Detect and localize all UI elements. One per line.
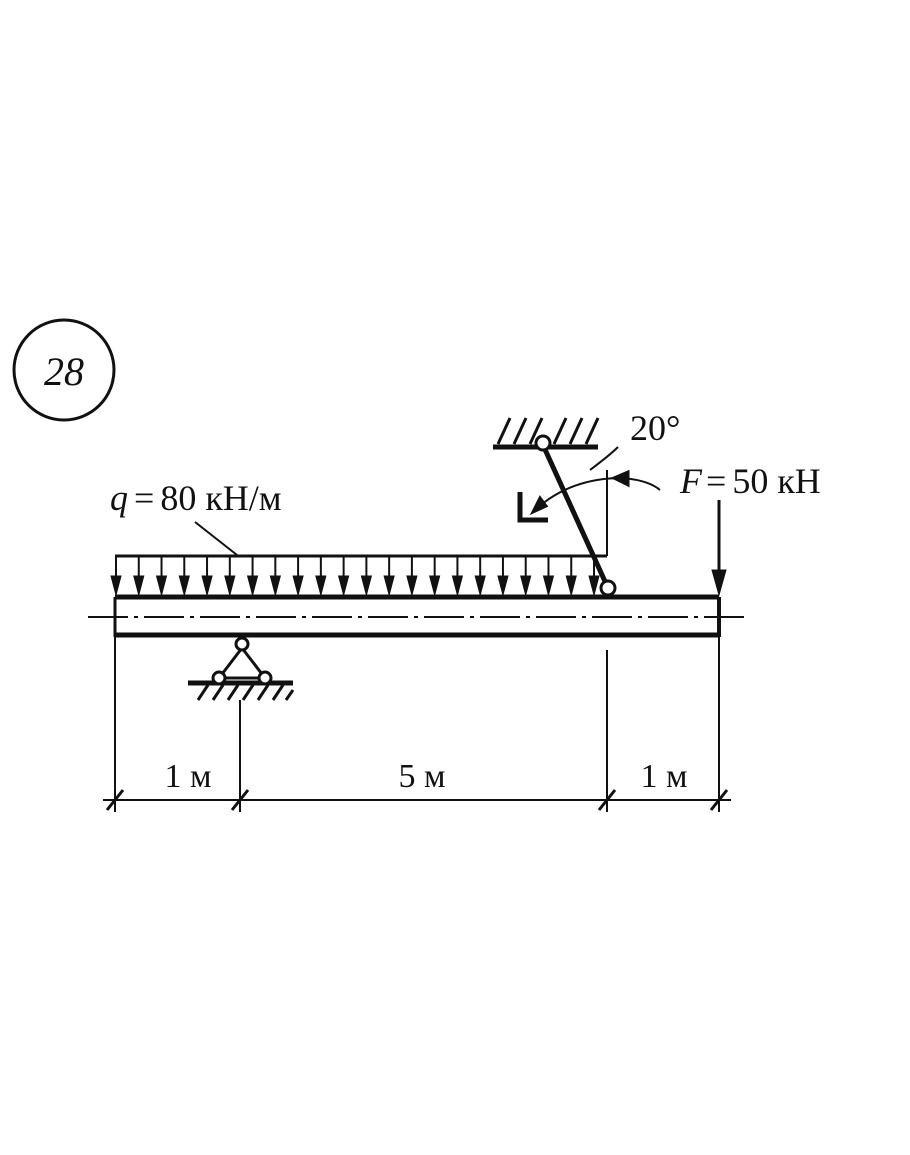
load-arrow-head — [178, 575, 190, 597]
load-arrow-head — [155, 575, 168, 597]
load-arrow-head — [292, 575, 304, 597]
dimension-label-3: 1 м — [640, 758, 687, 795]
inclined-rod-support — [493, 417, 661, 597]
load-arrow-head — [201, 575, 213, 597]
load-arrow-head — [474, 575, 486, 597]
distributed-load — [110, 554, 607, 597]
load-arrow-head — [565, 575, 577, 597]
load-arrow-head — [224, 575, 236, 597]
load-label: q=80 кН/м — [110, 478, 282, 518]
beam — [88, 594, 750, 638]
problem-number: 28 — [44, 349, 84, 394]
load-arrow-head — [110, 575, 122, 597]
load-arrow-head — [133, 575, 145, 597]
load-arrow-head — [315, 575, 327, 597]
force-arrow — [711, 500, 727, 597]
load-arrow-head — [451, 575, 464, 597]
dimension-label-1: 1 м — [164, 758, 211, 795]
load-arrow-head — [588, 575, 600, 597]
load-arrow-head — [429, 575, 441, 597]
load-arrow-head — [246, 575, 259, 597]
dimension-label-2: 5 м — [398, 758, 445, 795]
load-arrow-head — [383, 575, 395, 597]
dimension-lines — [103, 637, 731, 812]
load-arrow-head — [406, 575, 418, 597]
load-arrow-head — [520, 575, 532, 597]
load-arrow-head — [360, 575, 373, 597]
force-label: F=50 кН — [679, 461, 821, 501]
angle-label: 20° — [630, 408, 680, 448]
load-arrow-head — [497, 575, 509, 597]
load-arrow-head — [337, 575, 350, 597]
load-arrow-head — [269, 575, 281, 597]
load-arrow-head — [542, 575, 555, 597]
pin-support — [188, 636, 295, 701]
problem-number-badge: 28 — [12, 318, 116, 422]
load-leader-line — [194, 521, 238, 556]
